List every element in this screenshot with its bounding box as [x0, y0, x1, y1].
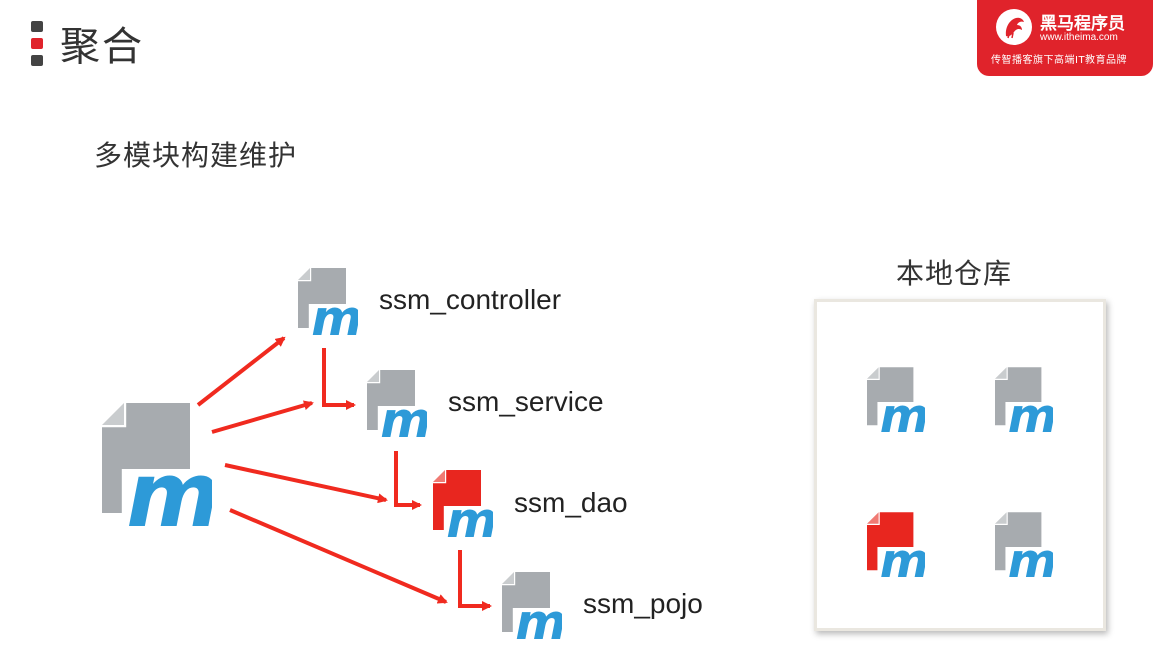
module-label-controller: ssm_controller [379, 284, 562, 315]
dao-pom-icon [433, 470, 493, 542]
repo-pom-icon-2 [995, 367, 1053, 437]
parent-pom-icon [102, 403, 212, 535]
brand-url: www.itheima.com [1040, 32, 1118, 43]
arrow-parent-dao [224, 463, 388, 504]
repo-pom-icon-3 [867, 512, 925, 582]
arrow-controller-service [322, 348, 356, 410]
module-diagram: m m [102, 268, 562, 644]
brand-logo: 黑马程序员 www.itheima.com 传智播客旗下高端IT教育品牌 [977, 0, 1153, 76]
horse-logo-icon [996, 9, 1032, 45]
title-marker-icon [31, 21, 45, 67]
repository-title: 本地仓库 [896, 257, 1013, 290]
brand-name: 黑马程序员 [1040, 14, 1125, 34]
aggregation-arrows [196, 336, 492, 611]
arrow-parent-controller [196, 336, 286, 407]
brand-slogan: 传智播客旗下高端IT教育品牌 [991, 55, 1128, 66]
section-subtitle: 多模块构建维护 [94, 139, 298, 172]
module-label-dao: ssm_dao [514, 487, 628, 518]
module-label-service: ssm_service [448, 386, 604, 417]
controller-pom-icon [298, 268, 358, 340]
page-title: 聚合 [60, 24, 144, 70]
pojo-pom-icon [502, 572, 562, 644]
arrow-parent-pojo [229, 508, 448, 604]
repo-pom-icon-1 [867, 367, 925, 437]
arrow-service-dao [394, 451, 422, 510]
arrow-dao-pojo [458, 550, 492, 611]
service-pom-icon [367, 370, 427, 442]
repo-pom-icon-4 [995, 512, 1053, 582]
repository-box: m m [814, 299, 1106, 631]
module-label-pojo: ssm_pojo [583, 588, 703, 619]
arrow-parent-service [211, 400, 314, 434]
